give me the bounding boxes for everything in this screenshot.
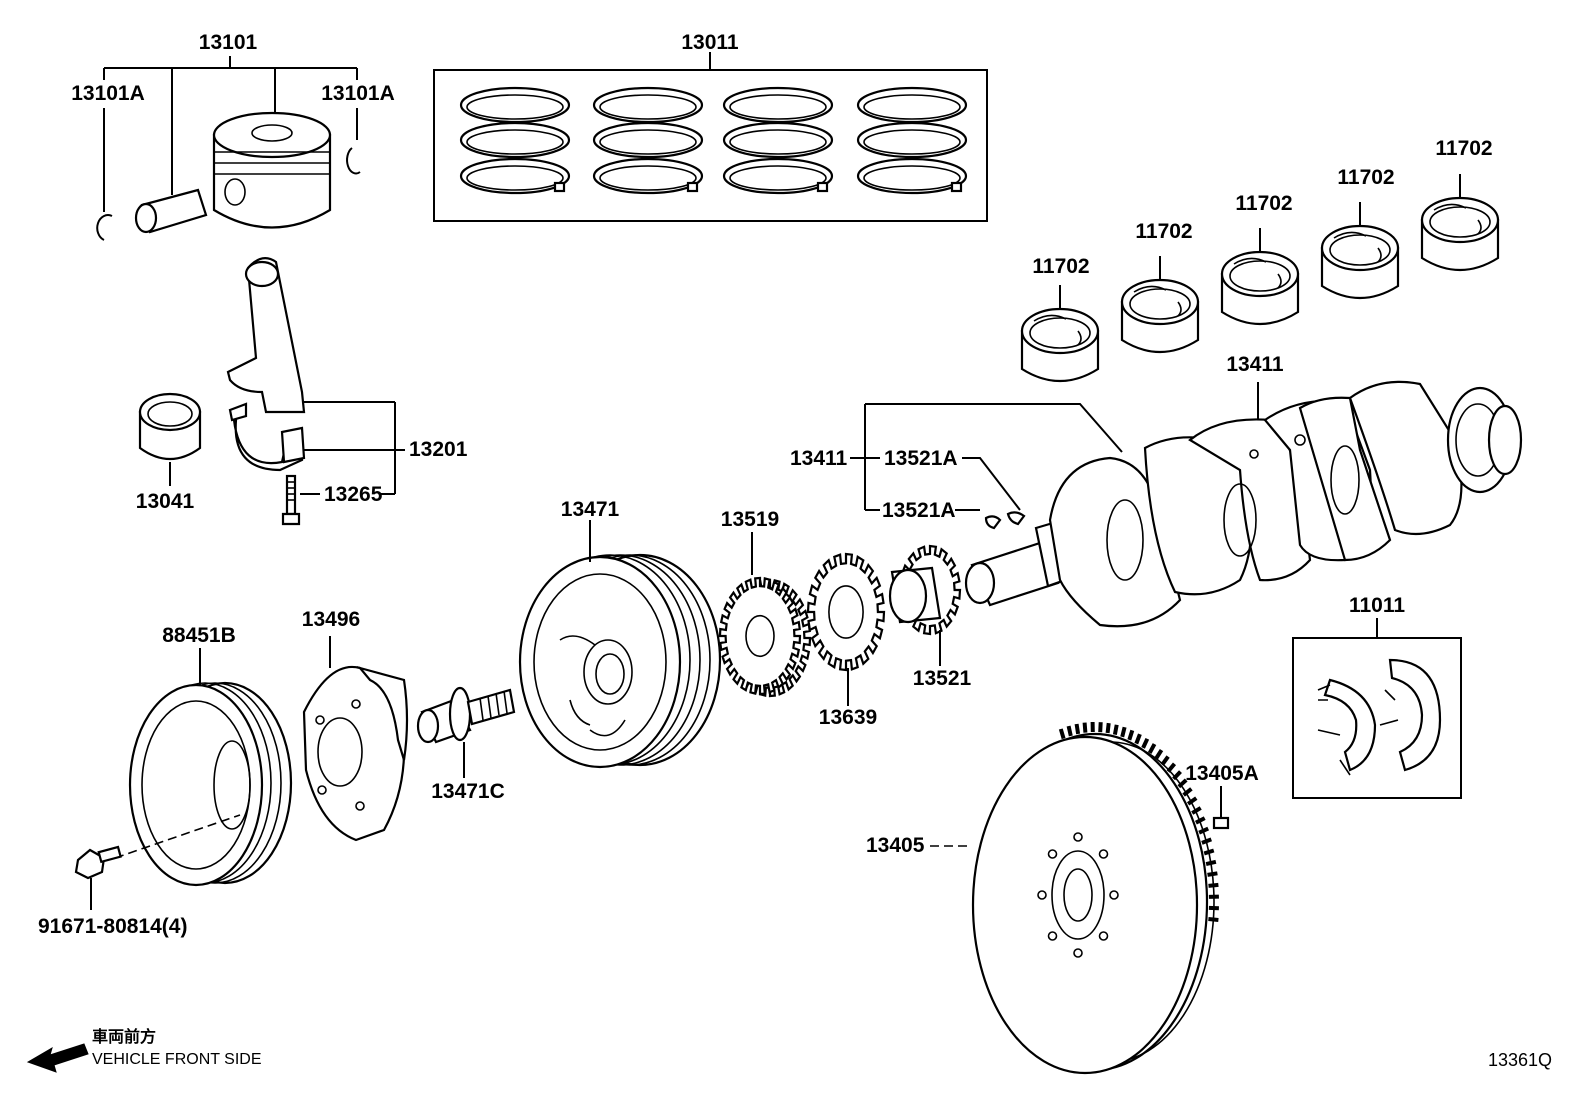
label-13639: 13639 xyxy=(819,706,877,729)
crankshaft-timing-sprocket[interactable] xyxy=(806,552,886,706)
snap-ring-left[interactable] xyxy=(96,214,113,241)
ring-set-4[interactable] xyxy=(856,86,968,195)
pulley-damper-plate[interactable] xyxy=(302,636,409,842)
piston-pin[interactable] xyxy=(134,188,208,234)
oil-pump-drive-gear[interactable] xyxy=(718,532,812,698)
label-13521A-lower: 13521A xyxy=(882,499,956,522)
label-13405A: 13405A xyxy=(1185,762,1259,785)
label-91671-80814: 91671-80814(4) xyxy=(38,915,187,938)
label-13496: 13496 xyxy=(302,608,360,631)
piston[interactable] xyxy=(212,111,332,229)
label-13101A-left: 13101A xyxy=(71,82,145,105)
vehicle-front-arrow-icon xyxy=(26,1043,89,1073)
snap-ring-right[interactable] xyxy=(346,147,361,175)
label-11702-1: 11702 xyxy=(1032,255,1089,278)
label-13265: 13265 xyxy=(324,483,383,506)
label-13521A-upper: 13521A xyxy=(884,447,958,470)
crankshaft-pulley[interactable] xyxy=(518,520,722,769)
crankshaft[interactable] xyxy=(850,380,1523,628)
label-13519: 13519 xyxy=(721,508,779,531)
label-13411-left: 13411 xyxy=(790,447,848,470)
front-side-japanese: 車両前方 xyxy=(92,1027,156,1046)
crankshaft-pulley-88451B[interactable] xyxy=(114,648,293,887)
label-13471: 13471 xyxy=(561,498,620,521)
main-bearing-2[interactable] xyxy=(1120,256,1200,354)
main-bearing-5[interactable] xyxy=(1420,174,1500,272)
diagram-code: 13361Q xyxy=(1488,1050,1552,1070)
label-11702-2: 11702 xyxy=(1135,220,1192,243)
label-13101A-right: 13101A xyxy=(321,82,395,105)
label-13041: 13041 xyxy=(136,490,195,513)
label-13201: 13201 xyxy=(409,438,468,461)
main-bearing-3[interactable] xyxy=(1220,228,1300,326)
label-11702-4: 11702 xyxy=(1337,166,1394,189)
label-13101: 13101 xyxy=(199,31,258,54)
main-bearing-1[interactable] xyxy=(1020,285,1100,383)
flywheel[interactable] xyxy=(930,721,1219,1075)
connecting-rod-bolt[interactable] xyxy=(281,474,301,526)
label-13011: 13011 xyxy=(681,31,739,54)
label-88451B: 88451B xyxy=(162,624,236,647)
ring-set-3[interactable] xyxy=(722,86,834,195)
label-11702-3: 11702 xyxy=(1235,192,1292,215)
label-13521: 13521 xyxy=(913,667,972,690)
piston-assembly[interactable] xyxy=(96,56,361,241)
pulley-bolts[interactable] xyxy=(74,845,122,910)
label-13411-top: 13411 xyxy=(1226,353,1284,376)
connecting-rod[interactable] xyxy=(226,257,405,526)
ring-set-1[interactable] xyxy=(459,86,571,195)
crankshaft-bearings[interactable] xyxy=(1020,174,1500,383)
pulley-set-bolt[interactable] xyxy=(416,686,516,778)
label-11011: 11011 xyxy=(1349,594,1405,617)
front-side-english: VEHICLE FRONT SIDE xyxy=(92,1051,262,1068)
thrust-washer-set[interactable] xyxy=(1292,618,1462,799)
crankshaft-keys[interactable] xyxy=(955,457,1026,530)
ring-set-2[interactable] xyxy=(592,86,704,195)
piston-ring-set[interactable] xyxy=(433,52,988,222)
flywheel-dowel-pin[interactable] xyxy=(1212,786,1230,830)
main-bearing-4[interactable] xyxy=(1320,202,1400,300)
label-13471C: 13471C xyxy=(431,780,505,803)
label-13405: 13405 xyxy=(866,834,925,857)
connecting-rod-bearing[interactable] xyxy=(138,392,202,486)
label-11702-5: 11702 xyxy=(1435,137,1492,160)
crankshaft-timing-gear[interactable] xyxy=(888,544,962,666)
